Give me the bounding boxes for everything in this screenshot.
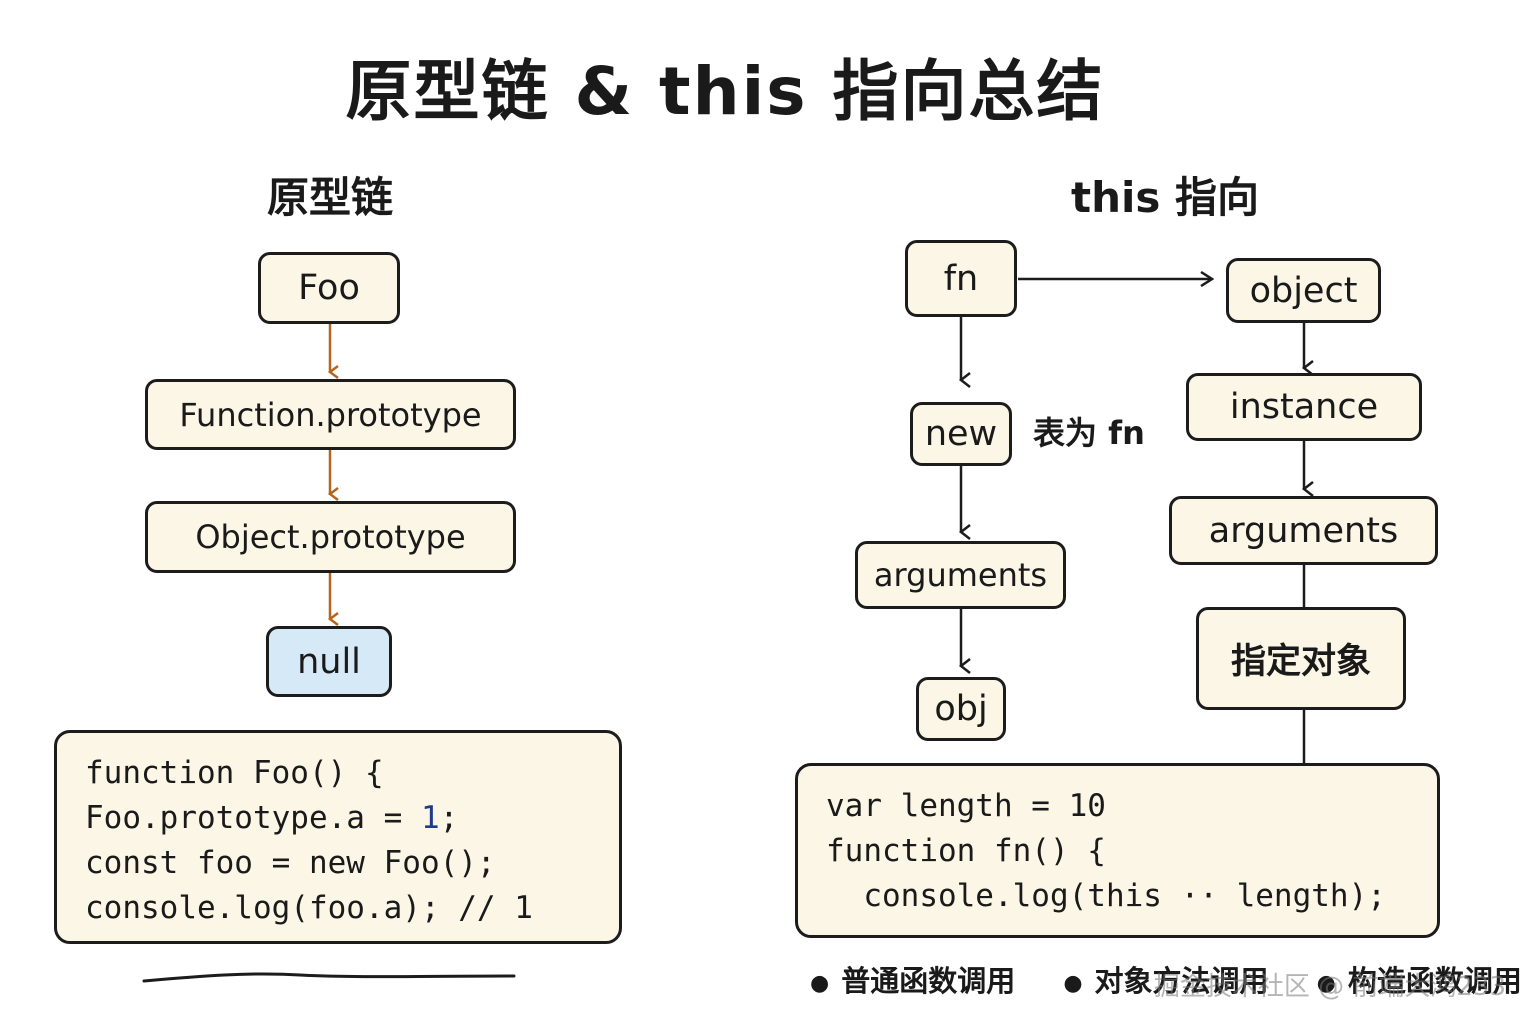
prototype-code-block: function Foo() { Foo.prototype.a = 1; cons…	[54, 730, 622, 944]
code-line-2: function fn() {	[826, 833, 1106, 869]
this-binding-heading: this 指向	[1071, 173, 1259, 222]
node-foo: Foo	[258, 252, 400, 324]
list-item: ●普通函数调用	[810, 964, 1016, 998]
node-arguments-left: arguments	[855, 541, 1066, 609]
node-object: object	[1226, 258, 1381, 323]
this-code-block: var length = 10 function fn() { console.l…	[795, 763, 1440, 938]
node-fn: fn	[905, 240, 1017, 317]
call-type-list: ●普通函数调用 ●对象方法调用 ●构造函数调用	[810, 958, 1536, 1000]
node-arguments-right: arguments	[1169, 496, 1438, 565]
bullet-icon: ●	[1063, 970, 1083, 996]
node-function-prototype: Function.prototype	[145, 379, 516, 450]
node-object-prototype: Object.prototype	[145, 501, 516, 573]
page-title: 原型链 & this 指向总结	[345, 53, 1105, 130]
code-line-4: console.log(foo.a); // 1	[85, 890, 533, 926]
watermark: 掘金技术社区 @ 前端大鸿233	[1153, 972, 1506, 1002]
node-new: new	[910, 402, 1012, 466]
code-line-1: function Foo() {	[85, 755, 384, 791]
node-obj: obj	[916, 677, 1006, 741]
node-null: null	[266, 626, 392, 697]
bullet-icon: ●	[1316, 970, 1336, 996]
new-annotation: 表为 fn	[1033, 414, 1145, 452]
bullet-icon: ●	[810, 970, 830, 996]
list-item: ●对象方法调用	[1063, 964, 1269, 998]
list-item: ●构造函数调用	[1316, 964, 1522, 998]
underline-stroke	[142, 972, 516, 983]
code-number: 1	[420, 800, 440, 836]
code-line-2: Foo.prototype.a = 1;	[85, 800, 459, 836]
node-instance: instance	[1186, 373, 1422, 441]
code-line-1: var length = 10	[826, 788, 1106, 824]
node-specified-object: 指定对象	[1196, 607, 1406, 710]
code-line-3: console.log(this ·· length);	[826, 878, 1386, 914]
code-line-3: const foo = new Foo();	[85, 845, 496, 881]
prototype-chain-heading: 原型链	[266, 173, 393, 222]
